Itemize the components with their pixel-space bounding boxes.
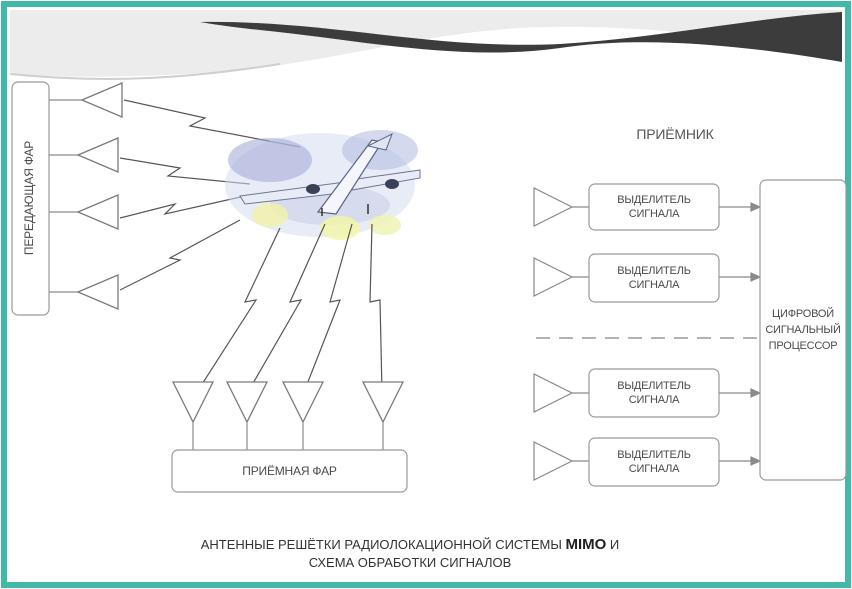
- antenna-triangle-icon: [533, 257, 574, 297]
- signal-extractor-box: [588, 437, 720, 487]
- channel-arrows: [719, 202, 762, 466]
- lightning-zigzag-icon: [247, 223, 326, 393]
- antenna-triangle-icon: [171, 381, 215, 424]
- signal-extractor-line2: СИГНАЛА: [628, 208, 680, 220]
- signal-extractor-line1: ВЫДЕЛИТЕЛЬ: [617, 380, 691, 392]
- lightning-zigzag-icon: [119, 195, 246, 219]
- receive-array-box: [171, 449, 408, 493]
- separator-boxes: [588, 183, 720, 487]
- signal-extractor-box: [588, 253, 720, 303]
- antenna-triangle-icon: [361, 381, 405, 424]
- signal-extractor-line2: СИГНАЛА: [628, 279, 680, 291]
- transmit-signal-links: [119, 99, 301, 291]
- caption-mimo: MIMO: [565, 536, 607, 553]
- lightning-zigzag-icon: [119, 157, 251, 185]
- lightning-zigzag-icon: [196, 227, 281, 393]
- receiver-antennas: [533, 187, 574, 481]
- caption-line1-text: АНТЕННЫЕ РЕШЁТКИ РАДИОЛОКАЦИОННОЙ СИСТЕМ…: [200, 537, 566, 552]
- signal-extractor-line1: ВЫДЕЛИТЕЛЬ: [617, 265, 691, 277]
- receiver-title: ПРИЁМНИК: [636, 126, 714, 142]
- signal-extractor-line1: ВЫДЕЛИТЕЛЬ: [617, 449, 691, 461]
- lightning-zigzag-icon: [123, 99, 301, 148]
- digital-signal-processor-box: [759, 179, 847, 481]
- signal-extractor-label: ВЫДЕЛИТЕЛЬ СИГНАЛА: [589, 379, 719, 407]
- dsp-label: ЦИФРОВОЙ СИГНАЛЬНЫЙ ПРОЦЕССОР: [760, 306, 846, 354]
- antenna-triangle-icon: [225, 381, 269, 424]
- header-swoosh: [9, 10, 842, 80]
- signal-extractor-line1: ВЫДЕЛИТЕЛЬ: [617, 194, 691, 206]
- antenna-triangle-icon: [76, 194, 119, 230]
- figure-caption: АНТЕННЫЕ РЕШЁТКИ РАДИОЛОКАЦИОННОЙ СИСТЕМ…: [60, 536, 760, 572]
- antenna-triangle-icon: [533, 187, 574, 227]
- lightning-zigzag-icon: [119, 219, 241, 291]
- antenna-triangle-icon: [533, 373, 574, 413]
- dsp-line3: ПРОЦЕССОР: [768, 340, 838, 352]
- transmit-array-label: ПЕРЕДАЮЩАЯ ФАР: [22, 140, 36, 256]
- airplane-icon: [225, 130, 421, 240]
- receive-antennas: [171, 381, 405, 424]
- dsp-line1: ЦИФРОВОЙ: [772, 308, 834, 320]
- antenna-triangle-icon: [533, 441, 574, 481]
- caption-line1-end: И: [606, 537, 620, 552]
- signal-extractor-label: ВЫДЕЛИТЕЛЬ СИГНАЛА: [589, 448, 719, 476]
- receive-signal-links: [196, 223, 383, 393]
- antenna-triangle-icon: [76, 137, 119, 173]
- caption-line2: СХЕМА ОБРАБОТКИ СИГНАЛОВ: [308, 555, 512, 570]
- receive-feed-lines: [192, 422, 384, 450]
- transmit-array-box: [11, 81, 50, 316]
- signal-extractor-line2: СИГНАЛА: [628, 394, 680, 406]
- receiver-connectors: [572, 206, 589, 462]
- signal-extractor-label: ВЫДЕЛИТЕЛЬ СИГНАЛА: [589, 264, 719, 292]
- caption-line1: АНТЕННЫЕ РЕШЁТКИ РАДИОЛОКАЦИОННОЙ СИСТЕМ…: [60, 536, 760, 554]
- antenna-triangle-icon: [76, 274, 119, 310]
- transmit-feed-lines: [49, 99, 84, 293]
- receive-array-label: ПРИЁМНАЯ ФАР: [242, 464, 337, 478]
- lightning-zigzag-icon: [303, 223, 353, 393]
- dsp-line2: СИГНАЛЬНЫЙ: [765, 324, 841, 336]
- antenna-triangle-icon: [80, 82, 123, 118]
- transmit-antennas: [76, 82, 123, 310]
- signal-extractor-line2: СИГНАЛА: [628, 463, 680, 475]
- antenna-triangle-icon: [281, 381, 325, 424]
- lightning-zigzag-icon: [369, 223, 383, 393]
- signal-extractor-label: ВЫДЕЛИТЕЛЬ СИГНАЛА: [589, 193, 719, 221]
